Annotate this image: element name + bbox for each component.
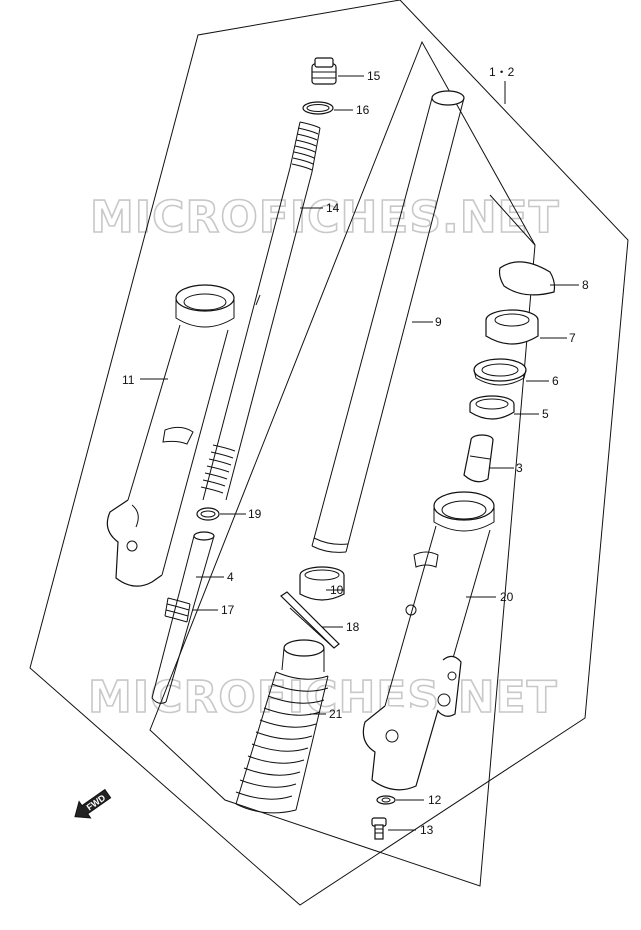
inner-tube bbox=[311, 90, 465, 553]
lower-fork-frame bbox=[149, 40, 536, 887]
callout-4: 20 bbox=[500, 590, 514, 604]
guide-metal bbox=[469, 395, 515, 420]
callout-9: 9 bbox=[435, 315, 442, 329]
callout-3: 11 bbox=[122, 373, 135, 387]
guide-bushing bbox=[299, 566, 345, 601]
assembly-frame bbox=[29, 0, 629, 906]
fork-spring-tube bbox=[202, 167, 313, 501]
callout-10: 10 bbox=[330, 583, 344, 597]
callout-17: 4 bbox=[227, 570, 234, 584]
callout-13: 13 bbox=[420, 823, 434, 837]
callout-21: 18 bbox=[346, 620, 360, 634]
damper-rod-bolt bbox=[371, 817, 387, 840]
callout-18: 17 bbox=[221, 603, 235, 617]
forward-direction-arrow: FWD bbox=[74, 788, 112, 819]
damper-rod bbox=[151, 531, 215, 704]
outer-tube-left bbox=[106, 284, 235, 587]
callout-20: 21 bbox=[329, 707, 343, 721]
boot-band bbox=[280, 591, 340, 649]
callout-5: 5 bbox=[542, 407, 549, 421]
callout-7: 7 bbox=[569, 331, 576, 345]
circlip bbox=[498, 261, 556, 296]
assembly-label: 1・2 bbox=[489, 65, 515, 79]
callout-15: 15 bbox=[367, 69, 381, 83]
callout-14: 14 bbox=[326, 201, 340, 215]
seal-spacer bbox=[473, 358, 527, 386]
right-subframe bbox=[489, 194, 536, 246]
fork-spring-lower bbox=[200, 444, 236, 494]
drain-gasket bbox=[376, 795, 396, 805]
callout-12: 12 bbox=[428, 793, 442, 807]
callout-19: 19 bbox=[248, 507, 262, 521]
oil-lock-piece bbox=[463, 434, 494, 483]
callout-11: 3 bbox=[516, 461, 523, 475]
rod-circlip bbox=[196, 507, 220, 521]
callout-6: 6 bbox=[552, 374, 559, 388]
rebound-spring bbox=[164, 597, 191, 623]
outer-tube-right bbox=[362, 491, 495, 791]
oil-seal bbox=[485, 309, 539, 345]
fork-cap-bolt bbox=[311, 57, 337, 85]
callout-16: 16 bbox=[356, 103, 370, 117]
watermark-top: MICROFICHES.NET bbox=[90, 192, 560, 243]
fork-spring-upper bbox=[289, 121, 321, 173]
callout-8: 8 bbox=[582, 278, 589, 292]
dust-boot bbox=[235, 639, 329, 814]
watermark-bottom: MICROFICHES.NET bbox=[88, 672, 558, 723]
